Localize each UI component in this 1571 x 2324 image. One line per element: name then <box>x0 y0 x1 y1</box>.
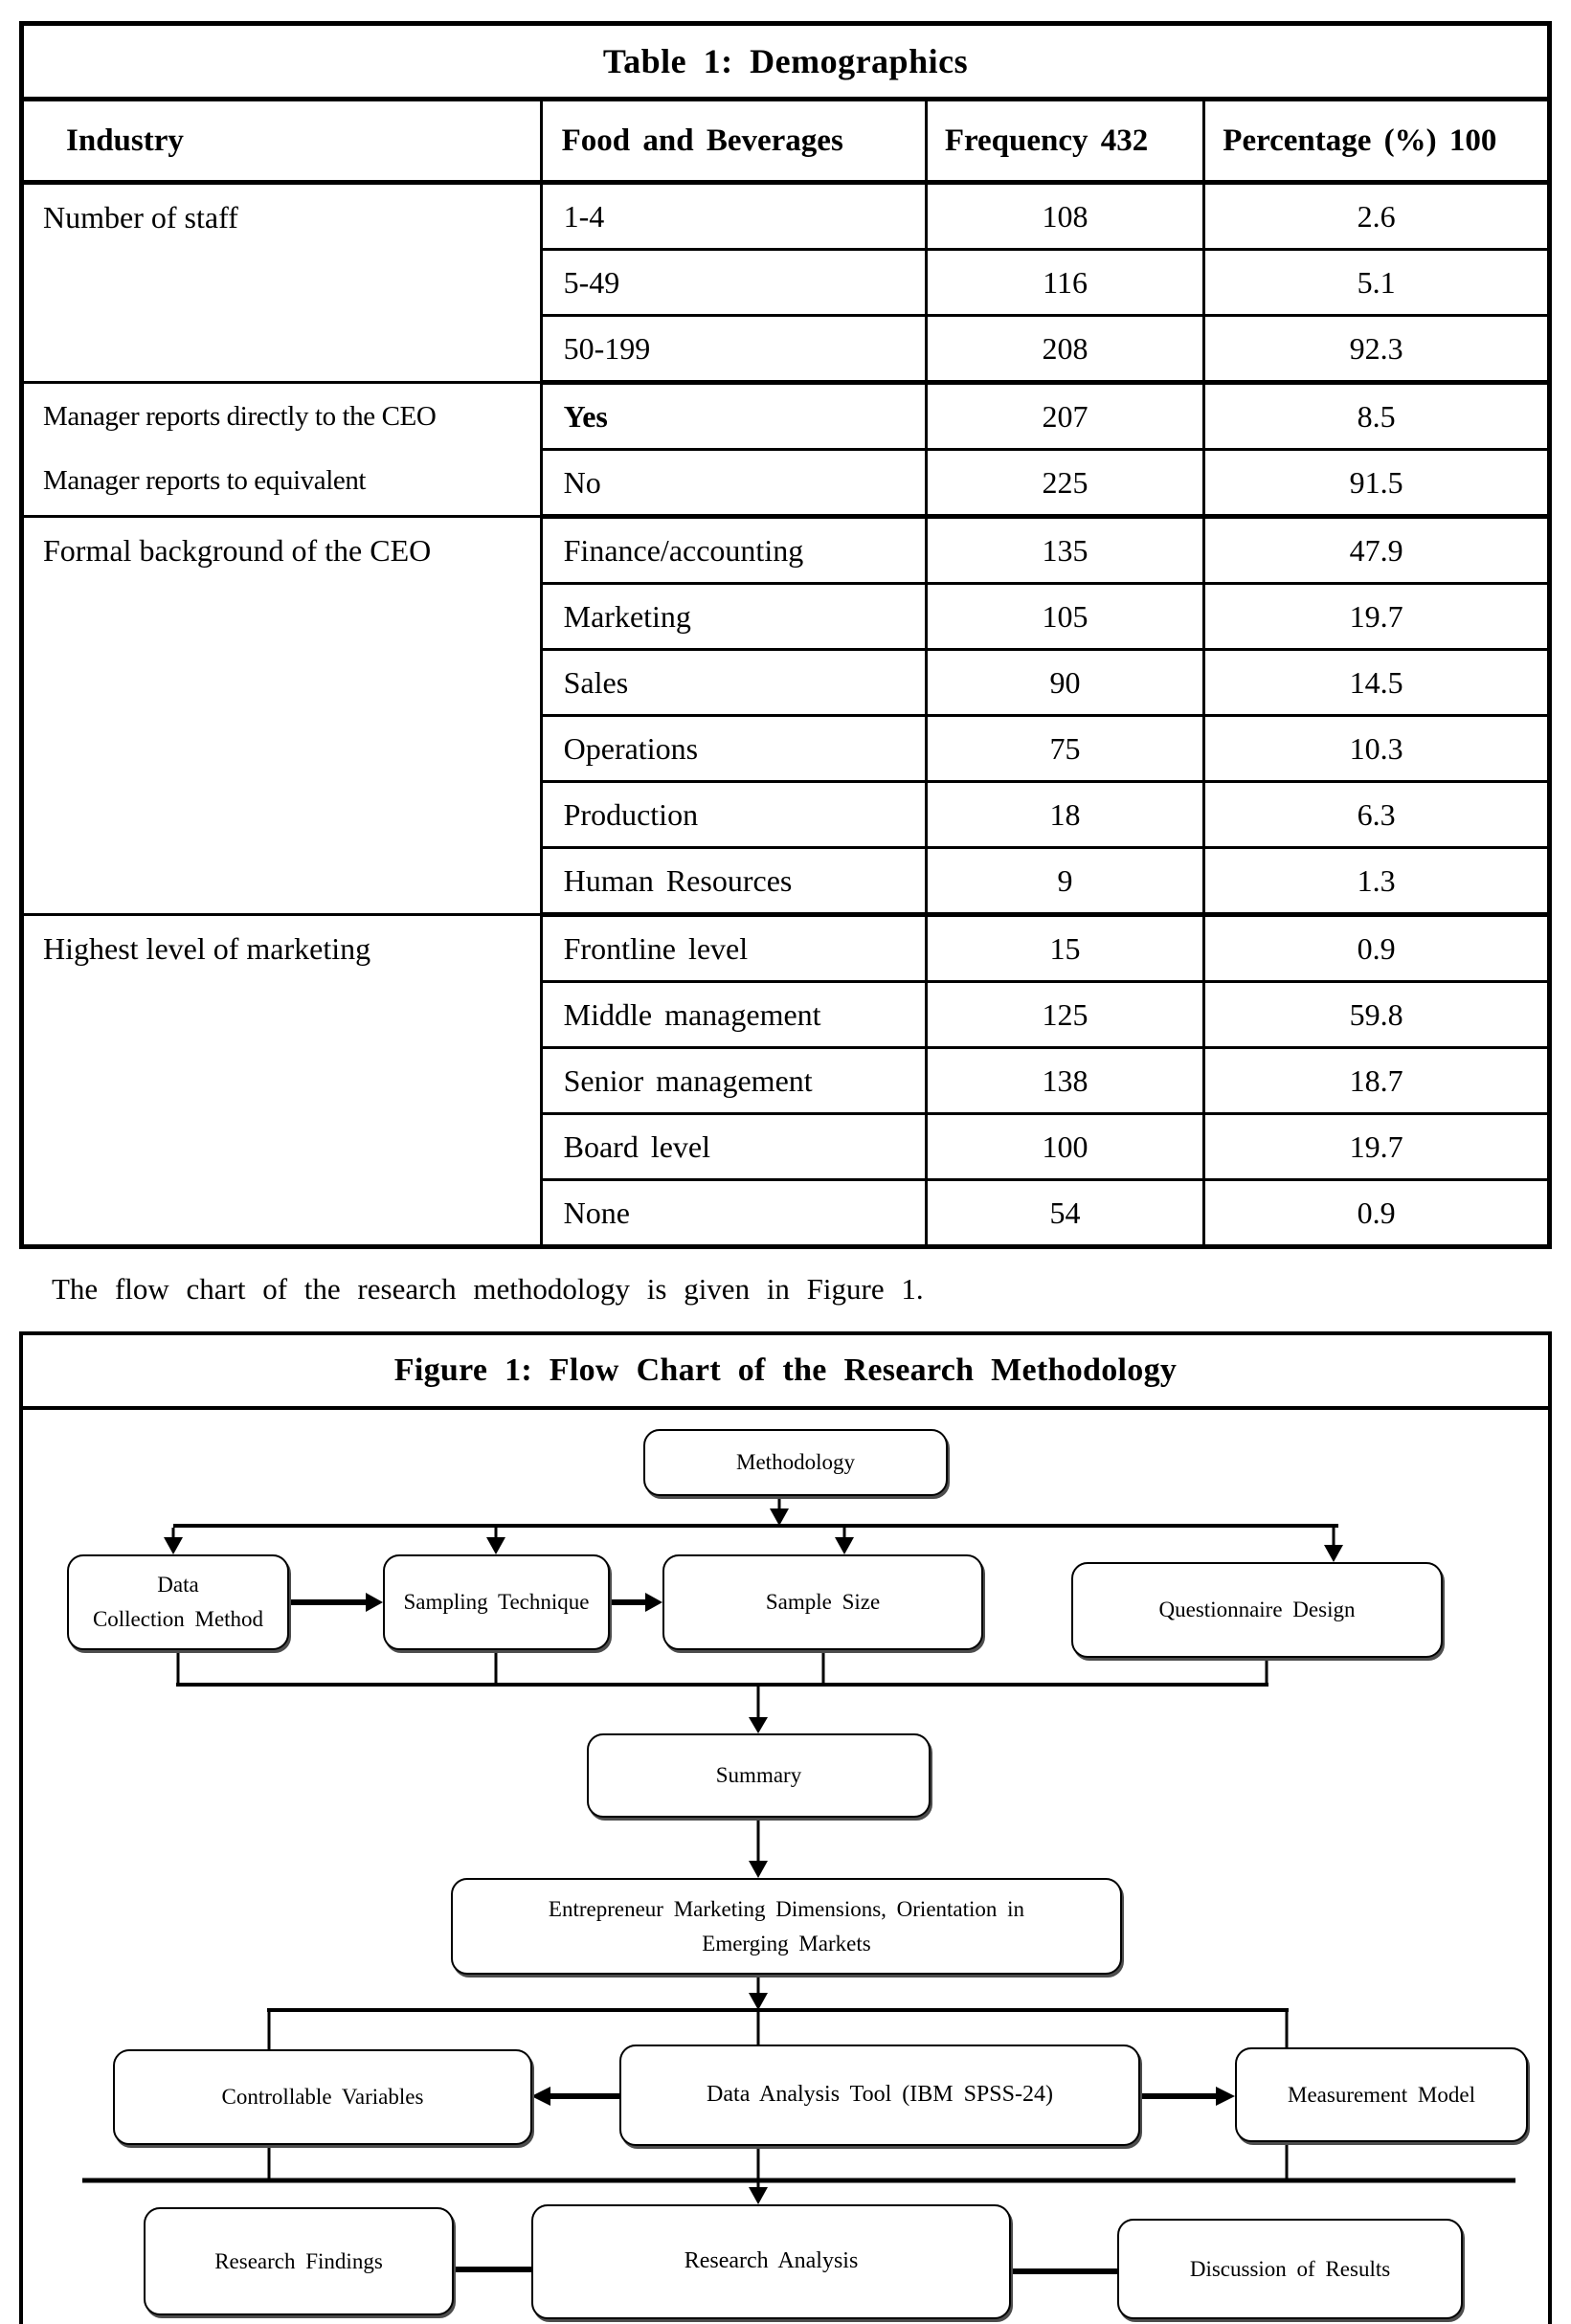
category-cell: 1-4 <box>539 181 928 251</box>
frequency-cell: 208 <box>924 314 1206 385</box>
frequency-cell: 9 <box>924 846 1206 917</box>
col-header-food-beverages: Food and Beverages <box>539 98 928 185</box>
table-row: Number of staff 1-4 108 2.6 <box>20 181 1551 384</box>
frequency-cell: 116 <box>924 248 1206 317</box>
percent-cell: 0.9 <box>1202 1178 1551 1249</box>
node-discussion-of-results: Discussion of Results <box>1117 2219 1463 2319</box>
flowchart: Methodology Data Collection Method Sampl… <box>23 1410 1548 2324</box>
flowchart-connectors <box>82 1496 1515 2274</box>
category-cell: Sales <box>539 648 928 717</box>
node-controllable-variables: Controllable Variables <box>113 2049 532 2145</box>
table-row: Middle management 125 59.8 <box>22 980 1551 1049</box>
table-header-row: Industry Food and Beverages Frequency 43… <box>20 98 1551 185</box>
category-cell: Human Resources <box>539 846 928 917</box>
table-row: Manager reports directly to the CEO Mana… <box>20 381 1551 518</box>
frequency-cell: 100 <box>924 1112 1206 1181</box>
figure-title: Figure 1: Flow Chart of the Research Met… <box>23 1335 1548 1410</box>
table-row: Senior management 138 18.7 <box>22 1046 1551 1115</box>
node-methodology: Methodology <box>643 1429 948 1496</box>
category-cell: Marketing <box>539 582 928 651</box>
table-row: No 225 91.5 <box>22 448 1551 519</box>
demographics-table: Table 1: Demographics Industry Food and … <box>19 21 1552 1249</box>
category-cell: No <box>539 448 928 519</box>
table-row: Formal background of the CEO Finance/acc… <box>20 515 1551 916</box>
table-row: None 54 0.9 <box>22 1178 1551 1249</box>
node-summary: Summary <box>587 1733 931 1818</box>
table-title-row: Table 1: Demographics <box>20 22 1551 101</box>
percent-cell: 19.7 <box>1202 1112 1551 1181</box>
table-row: Board level 100 19.7 <box>22 1112 1551 1181</box>
percent-cell: 18.7 <box>1202 1046 1551 1115</box>
frequency-cell: 225 <box>924 448 1206 519</box>
frequency-cell: 207 <box>924 381 1206 451</box>
frequency-cell: 75 <box>924 714 1206 783</box>
table-row: Operations 75 10.3 <box>22 714 1551 783</box>
table-row: Highest level of marketing Frontline lev… <box>20 913 1551 1248</box>
percent-cell: 2.6 <box>1202 181 1551 251</box>
percent-cell: 19.7 <box>1202 582 1551 651</box>
node-sampling-technique: Sampling Technique <box>383 1554 610 1650</box>
node-measurement-model: Measurement Model <box>1235 2047 1528 2142</box>
industry-label: Manager reports to equivalent <box>43 464 367 496</box>
industry-cell: Highest level of marketing <box>20 913 543 1248</box>
category-cell: None <box>539 1178 928 1249</box>
industry-label: Manager reports directly to the CEO <box>43 400 437 432</box>
category-cell: 50-199 <box>539 314 928 385</box>
industry-cell: Formal background of the CEO <box>20 515 543 916</box>
category-cell: 5-49 <box>539 248 928 317</box>
node-data-collection-method: Data Collection Method <box>67 1554 289 1650</box>
percent-cell: 14.5 <box>1202 648 1551 717</box>
frequency-cell: 105 <box>924 582 1206 651</box>
node-entrepreneur-marketing-dimensions: Entrepreneur Marketing Dimensions, Orien… <box>451 1878 1122 1975</box>
table-row: Human Resources 9 1.3 <box>22 846 1551 917</box>
percent-cell: 59.8 <box>1202 980 1551 1049</box>
percent-cell: 8.5 <box>1202 381 1551 451</box>
industry-cell: Number of staff <box>20 181 543 384</box>
node-questionnaire-design: Questionnaire Design <box>1071 1562 1443 1658</box>
percent-cell: 10.3 <box>1202 714 1551 783</box>
node-research-analysis: Research Analysis <box>531 2204 1011 2319</box>
col-header-frequency: Frequency 432 <box>924 98 1206 185</box>
table-title: Table 1: Demographics <box>20 22 1551 101</box>
frequency-cell: 90 <box>924 648 1206 717</box>
category-cell: Senior management <box>539 1046 928 1115</box>
industry-cell: Manager reports directly to the CEO Mana… <box>20 381 543 518</box>
category-cell: Operations <box>539 714 928 783</box>
frequency-cell: 108 <box>924 181 1206 251</box>
percent-cell: 0.9 <box>1202 913 1551 983</box>
table-row: Sales 90 14.5 <box>22 648 1551 717</box>
col-header-percentage: Percentage (%) 100 <box>1202 98 1551 185</box>
table-row: Production 18 6.3 <box>22 780 1551 849</box>
table-row: 50-199 208 92.3 <box>22 314 1551 385</box>
category-cell: Board level <box>539 1112 928 1181</box>
industry-label-group: Manager reports directly to the CEO Mana… <box>43 386 536 513</box>
table-row: Marketing 105 19.7 <box>22 582 1551 651</box>
col-header-industry: Industry <box>20 98 543 185</box>
percent-cell: 6.3 <box>1202 780 1551 849</box>
frequency-cell: 135 <box>924 515 1206 585</box>
table-row: 5-49 116 5.1 <box>22 248 1551 317</box>
percent-cell: 91.5 <box>1202 448 1551 519</box>
figure-1: Figure 1: Flow Chart of the Research Met… <box>19 1331 1552 2324</box>
category-cell: Finance/accounting <box>539 515 928 585</box>
frequency-cell: 54 <box>924 1178 1206 1249</box>
percent-cell: 1.3 <box>1202 846 1551 917</box>
frequency-cell: 15 <box>924 913 1206 983</box>
node-research-findings: Research Findings <box>144 2207 454 2315</box>
frequency-cell: 125 <box>924 980 1206 1049</box>
percent-cell: 47.9 <box>1202 515 1551 585</box>
category-cell: Middle management <box>539 980 928 1049</box>
body-paragraph: The flow chart of the research methodolo… <box>52 1272 924 1306</box>
node-data-analysis-tool: Data Analysis Tool (IBM SPSS-24) <box>619 2045 1140 2146</box>
category-cell: Yes <box>539 381 928 451</box>
percent-cell: 5.1 <box>1202 248 1551 317</box>
category-cell: Frontline level <box>539 913 928 983</box>
percent-cell: 92.3 <box>1202 314 1551 385</box>
category-cell: Production <box>539 780 928 849</box>
frequency-cell: 18 <box>924 780 1206 849</box>
node-sample-size: Sample Size <box>662 1554 983 1650</box>
frequency-cell: 138 <box>924 1046 1206 1115</box>
